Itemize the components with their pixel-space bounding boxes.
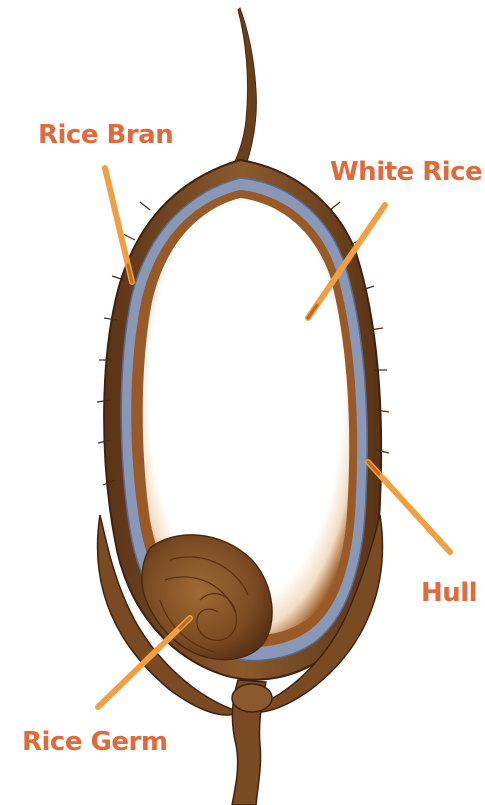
awn xyxy=(232,8,256,170)
label-hull: Hull xyxy=(421,578,477,608)
stem-node xyxy=(232,684,272,712)
label-rice-bran: Rice Bran xyxy=(38,120,173,150)
label-rice-germ: Rice Germ xyxy=(22,727,167,757)
label-white-rice: White Rice xyxy=(330,157,482,187)
